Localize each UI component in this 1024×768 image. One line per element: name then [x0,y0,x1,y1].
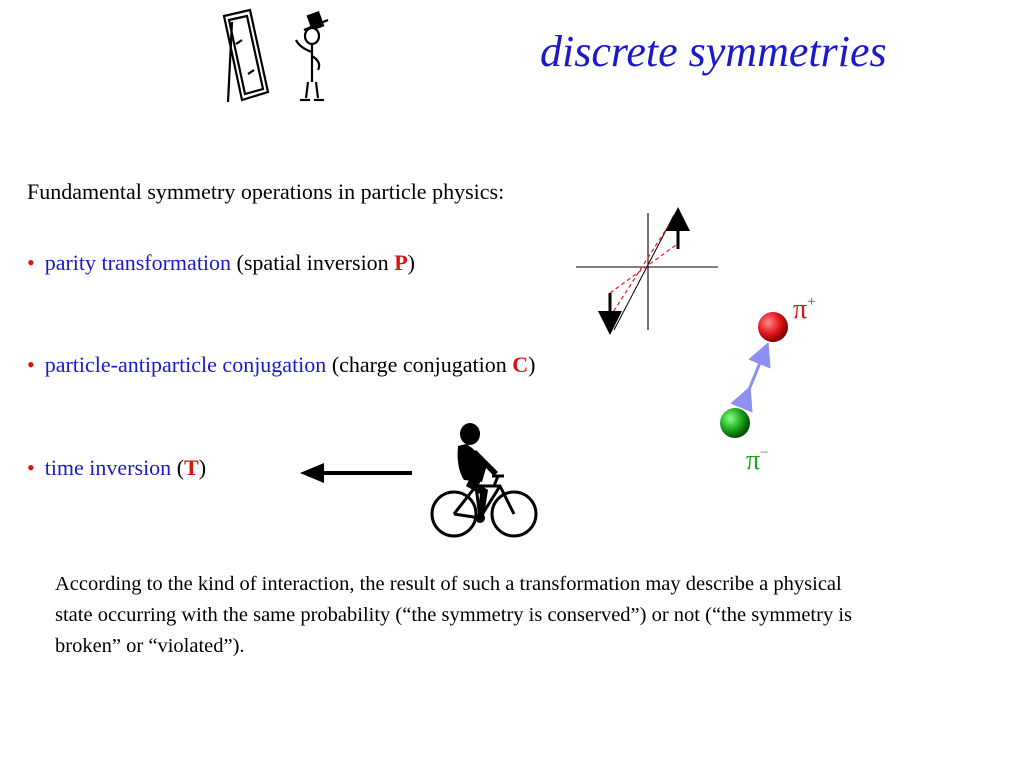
pi-plus-label: π+ [793,294,816,325]
bullet-symbol: T [184,455,199,480]
left-arrow-icon [300,463,412,483]
bullet-term: parity transformation [44,250,232,275]
parity-inversion-diagram [576,207,718,335]
pi-minus-particle [720,408,750,438]
note-paragraph: According to the kind of interaction, th… [55,573,852,657]
bullet-parity: • parity transformation (spatial inversio… [27,252,415,274]
bullet-dot: • [27,250,35,275]
bullet-term: particle-antiparticle conjugation [44,352,327,377]
pi-plus-particle [758,312,788,342]
bullet-pre: (charge conjugation [326,352,513,377]
bullet-post: ) [198,455,207,480]
bullet-post: ) [528,352,536,377]
bullet-pre: (spatial inversion [231,250,395,275]
intro-text: Fundamental symmetry operations in parti… [27,179,505,204]
mirror-figure-illustration [222,8,329,103]
conjugation-link-arrow [730,341,771,413]
bullet-symbol: C [512,352,529,377]
dashed-line [609,244,677,294]
bullet-post: ) [407,250,415,275]
inversion-line [613,214,675,331]
dashed-line [609,216,675,318]
person-in-top-hat-icon [295,10,329,102]
pion-conjugation-diagram [720,312,788,438]
pi-minus-label: π− [746,445,769,476]
cyclist-icon [430,423,538,538]
mirror-icon [222,8,270,103]
slide-title: discrete symmetries [540,27,887,76]
bullet-time-inversion: • time inversion (T) [27,457,206,479]
bullet-symbol: P [394,250,408,275]
bullet-pre: ( [171,455,185,480]
bullet-dot: • [27,455,35,480]
bullet-dot: • [27,352,35,377]
bullet-charge-conjugation: • particle-antiparticle conjugation (char… [27,354,535,376]
bullet-term: time inversion [44,455,172,480]
